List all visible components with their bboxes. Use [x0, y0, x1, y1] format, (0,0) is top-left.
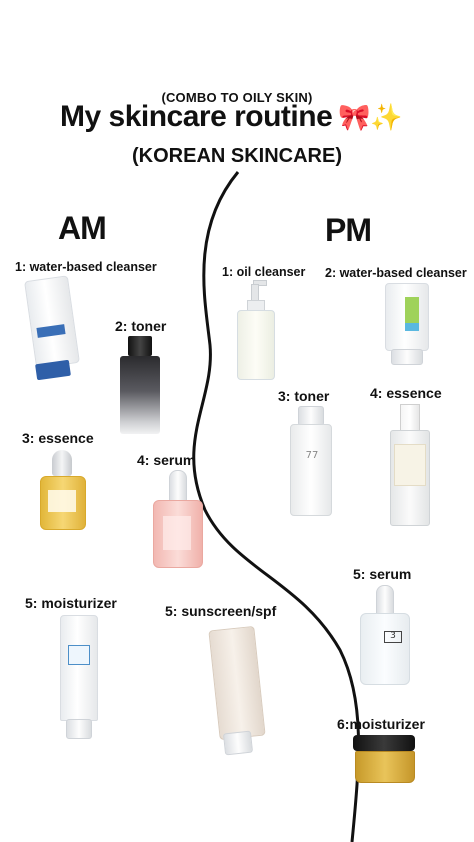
- page-title: My skincare routine🎀✨: [60, 100, 403, 134]
- pm-heading: PM: [325, 212, 372, 248]
- pm-step-6-label: 6:moisturizer: [337, 716, 425, 732]
- essence-dropper-bottle-icon: [40, 450, 86, 530]
- essence-pump-bottle-icon: [390, 404, 430, 526]
- moisturizer-tube-icon: [60, 615, 98, 739]
- am-step-2-label: 2: toner: [115, 318, 167, 334]
- skin-type-subtitle: (COMBO TO OILY SKIN): [161, 90, 313, 105]
- pm-step-3-label: 3: toner: [278, 388, 330, 404]
- serum-dropper-bottle-icon: 3: [360, 585, 410, 685]
- toner-bottle-icon: [120, 336, 160, 436]
- am-heading: AM: [58, 210, 107, 246]
- title-text: My skincare routine: [60, 100, 333, 133]
- oil-cleanser-pump-bottle-icon: [237, 280, 275, 380]
- pm-step-2-label: 2: water-based cleanser: [325, 266, 467, 280]
- am-step-4-label: 4: serum: [137, 452, 196, 468]
- serum-dropper-bottle-icon: [153, 470, 203, 568]
- pm-step-5-label: 5: serum: [353, 566, 412, 582]
- cleanser-tube-icon: [385, 283, 429, 365]
- cream-jar-icon: [353, 735, 415, 783]
- pm-step-4-label: 4: essence: [370, 385, 442, 401]
- sunscreen-tube-icon: [208, 625, 266, 756]
- am-step-3-label: 3: essence: [22, 430, 94, 446]
- am-step-6-sunscreen-label: 5: sunscreen/spf: [165, 603, 277, 619]
- bow-sparkles-emoji: 🎀✨: [338, 102, 403, 132]
- am-step-1-label: 1: water-based cleanser: [15, 260, 157, 274]
- pm-step-1-label: 1: oil cleanser: [222, 265, 306, 279]
- am-step-5-moisturizer-label: 5: moisturizer: [25, 595, 117, 611]
- skincare-type-subtitle: (KOREAN SKINCARE): [132, 145, 342, 167]
- cleanser-tube-icon: [22, 275, 80, 381]
- toner-bottle-icon: 77: [290, 406, 332, 516]
